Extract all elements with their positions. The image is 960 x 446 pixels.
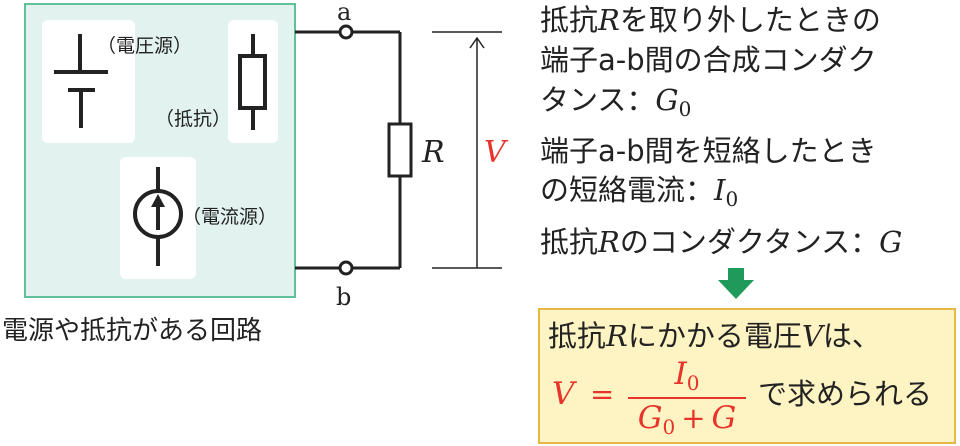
arrow-down-icon bbox=[718, 268, 754, 299]
resistor-icon bbox=[238, 34, 267, 130]
formula-equals: = bbox=[590, 377, 615, 411]
voltage-V-label: V bbox=[484, 135, 509, 170]
result-line-1: 抵抗Rにかかる電圧Vは、 bbox=[548, 319, 881, 353]
circuit-caption: 電源や抵抗がある回路 bbox=[2, 316, 262, 346]
desc-line-6: 抵抗Rのコンダクタンス：G bbox=[540, 225, 903, 259]
circuit-wires bbox=[295, 30, 402, 270]
result-box: 抵抗Rにかかる電圧Vは、 V = I0 G0+G で求められる bbox=[538, 308, 956, 444]
resistor-R-symbol bbox=[387, 122, 413, 178]
formula-tail: で求められる bbox=[758, 377, 933, 411]
terminal-a bbox=[338, 24, 354, 40]
formula-numerator: I0 bbox=[674, 356, 700, 395]
voltage-source-label: （電圧源） bbox=[97, 35, 192, 57]
terminal-b-label: b bbox=[336, 283, 351, 311]
current-source-label: （電流源） bbox=[182, 206, 277, 228]
arrow-up-icon bbox=[151, 194, 165, 207]
battery-icon bbox=[54, 34, 108, 128]
voltage-indicator bbox=[432, 31, 502, 269]
desc-line-4: 端子a-b間を短絡したとき bbox=[540, 134, 877, 168]
terminal-b bbox=[338, 260, 354, 276]
terminal-a-label: a bbox=[337, 0, 351, 26]
desc-line-1: 抵抗Rを取り外したときの bbox=[540, 3, 881, 37]
formula-lhs-V: V bbox=[552, 376, 575, 412]
voltage-source-card bbox=[42, 20, 135, 143]
resistor-R-label: R bbox=[421, 135, 445, 170]
desc-line-5: の短絡電流：I0 bbox=[540, 173, 739, 211]
formula-denominator: G0+G bbox=[637, 400, 737, 439]
desc-line-3: タンス：G0 bbox=[540, 83, 692, 121]
desc-line-2: 端子a-b間の合成コンダク bbox=[540, 43, 877, 77]
formula-fraction-bar bbox=[628, 397, 746, 399]
resistor-label: （抵抗） bbox=[155, 108, 231, 130]
